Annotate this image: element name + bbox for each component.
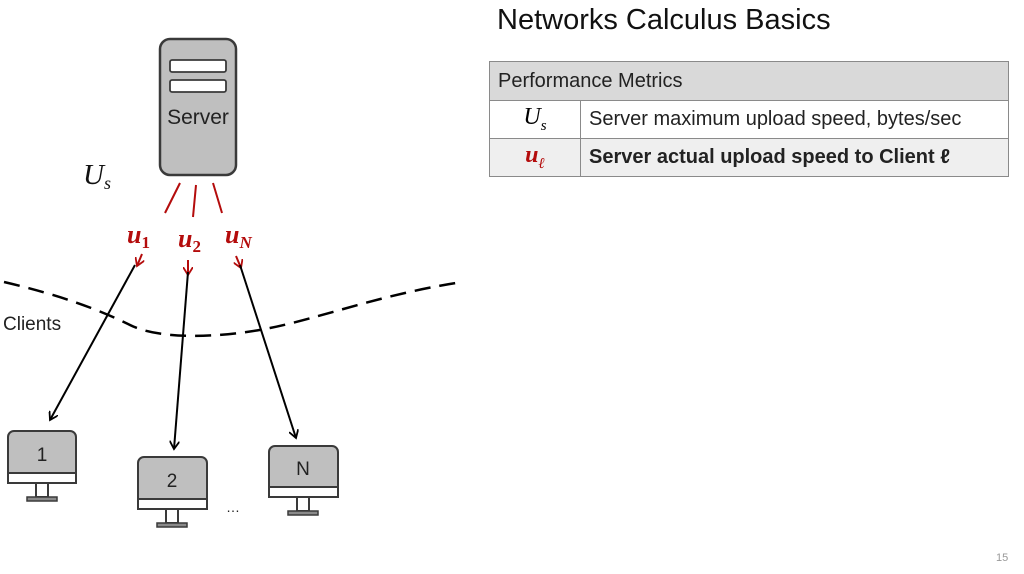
client-computer-2: 2	[137, 456, 208, 528]
arrow-to-client-1	[50, 264, 136, 420]
metric-symbol: Us	[489, 100, 581, 139]
server-icon: Server	[158, 37, 238, 177]
link-label-2: u2	[178, 224, 201, 256]
metric-symbol: uℓ	[489, 138, 581, 177]
server-rate-symbol: U	[83, 159, 106, 191]
link-label-N: uN	[225, 220, 252, 252]
link-label-1: u1	[127, 220, 150, 252]
table-header-row: Performance Metrics	[489, 61, 1009, 101]
client-computer-N: N	[268, 445, 339, 516]
client-label-1: 1	[37, 445, 48, 466]
page-number: 15	[996, 552, 1009, 564]
link-stroke-1	[164, 182, 181, 214]
clients-region-label: Clients	[3, 314, 61, 335]
clients-ellipsis: …	[226, 499, 240, 515]
network-diagram: Server Us u1 u2 uN Clients 1 2	[3, 37, 457, 528]
server-rate-label: Us	[83, 159, 111, 193]
slide-title: Networks Calculus Basics	[497, 4, 831, 36]
link-stroke-2	[192, 184, 197, 218]
table-header: Performance Metrics	[489, 61, 1009, 101]
performance-metrics-table: Performance Metrics Us Server maximum up…	[489, 61, 1009, 177]
client-label-N: N	[296, 459, 310, 480]
client-computer-1: 1	[7, 430, 77, 502]
network-boundary-dashed	[3, 280, 457, 338]
table-row: Us Server maximum upload speed, bytes/se…	[489, 100, 1009, 139]
table-row: uℓ Server actual upload speed to Client …	[489, 138, 1009, 177]
link-arrow-1	[137, 253, 142, 266]
server-rate-subscript: s	[104, 173, 111, 193]
client-label-2: 2	[167, 471, 178, 492]
arrow-to-client-2	[174, 271, 189, 449]
link-stroke-N	[212, 182, 223, 214]
server-label: Server	[167, 106, 229, 129]
metric-description: Server maximum upload speed, bytes/sec	[580, 100, 1009, 139]
metric-description: Server actual upload speed to Client ℓ	[580, 138, 1009, 177]
arrow-to-client-N	[239, 264, 296, 438]
